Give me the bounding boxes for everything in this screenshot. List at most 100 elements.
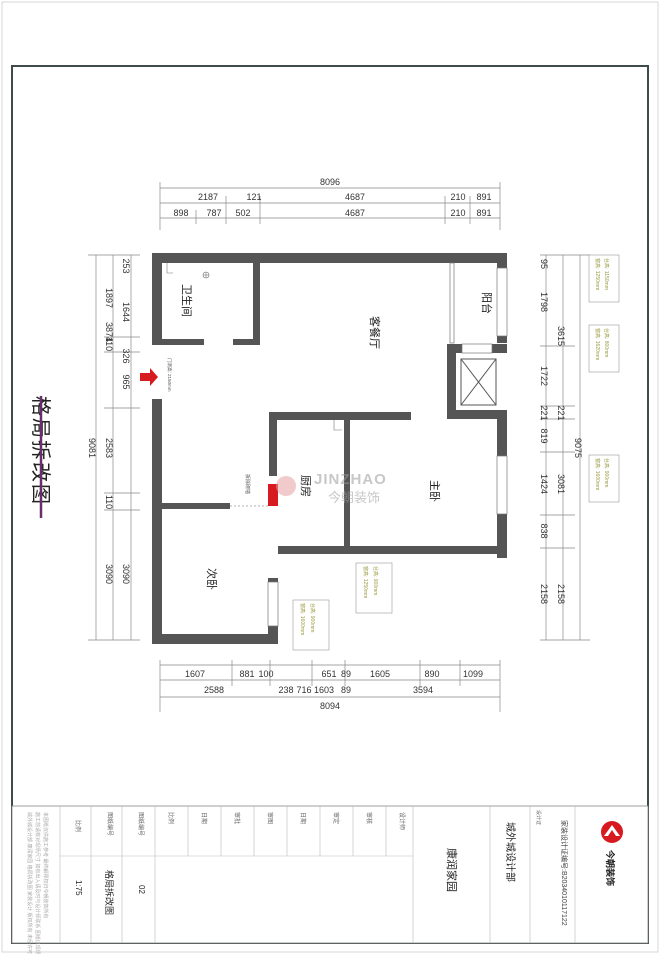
svg-text:502: 502 — [235, 208, 250, 218]
svg-text:1897: 1897 — [104, 288, 114, 308]
svg-text:窗高: 1250mm: 窗高: 1250mm — [362, 566, 369, 598]
svg-text:3090: 3090 — [121, 564, 131, 584]
dims-right: 95 1798 1722 221 819 1424 838 2158 3615 … — [539, 259, 583, 604]
svg-text:台高: 800mm: 台高: 800mm — [603, 328, 610, 357]
svg-text:本图纸仅供施工参考 最终解释权归今朝装饰所有: 本图纸仅供施工参考 最终解释权归今朝装饰所有 — [42, 812, 49, 918]
svg-text:日期: 日期 — [299, 812, 307, 824]
svg-text:716: 716 — [296, 685, 311, 695]
company-name: 今朝装饰 — [605, 849, 616, 886]
svg-text:比例: 比例 — [167, 812, 175, 824]
svg-text:审批: 审批 — [233, 812, 241, 824]
svg-text:89: 89 — [341, 685, 351, 695]
svg-text:1722: 1722 — [539, 366, 549, 386]
svg-text:221: 221 — [539, 405, 549, 420]
svg-text:施工前请核对现场尺寸 如有出入请及时与设计师联系 图纸以现场: 施工前请核对现场尺寸 如有出入请及时与设计师联系 图纸以现场为准 — [34, 812, 41, 954]
svg-text:95: 95 — [539, 259, 549, 269]
svg-text:窗高: 1600mm: 窗高: 1600mm — [594, 458, 601, 490]
room-label-kitchen: 厨房 — [299, 475, 312, 497]
svg-text:4687: 4687 — [345, 192, 365, 202]
svg-text:210: 210 — [450, 192, 465, 202]
svg-text:窗高: 1600mm: 窗高: 1600mm — [299, 603, 306, 635]
svg-text:1644: 1644 — [121, 302, 131, 322]
dims-left: 9081 3874 110 2583 110 253 1644 326 965 … — [87, 258, 131, 584]
watermark-logo-icon — [276, 476, 296, 496]
department-name: 城外城设计部 — [504, 822, 517, 882]
svg-text:110: 110 — [104, 495, 114, 509]
svg-text:台高: 900mm: 台高: 900mm — [603, 458, 610, 487]
note-door-height: 门洞高: 2150mm — [166, 358, 173, 392]
svg-text:210: 210 — [450, 208, 465, 218]
dim-right-total: 9075 — [573, 438, 583, 458]
dims-top: 8096 2187 121 4687 210 891 898 787 502 4… — [173, 177, 491, 218]
room-label-living-dining: 客餐厅 — [368, 316, 382, 349]
svg-text:审定: 审定 — [332, 812, 340, 824]
svg-text:253: 253 — [121, 258, 131, 273]
svg-text:4687: 4687 — [345, 208, 365, 218]
window-tag-2: 窗高: 1620mm 台高: 800mm — [588, 324, 620, 373]
svg-text:1605: 1605 — [370, 669, 390, 679]
svg-text:1603: 1603 — [314, 685, 334, 695]
sheet-name: 格局拆改图 — [104, 870, 115, 915]
title-block: 城外城设计部 康润家园 格局拆改图 家装设计 版权所有 未经许可 不得复制 施工… — [11, 805, 649, 954]
svg-text:651: 651 — [321, 669, 336, 679]
svg-text:3874: 3874 — [104, 322, 114, 342]
dimension-lines — [88, 182, 590, 712]
license-number: 家装设计证编号:B2034010117122 — [560, 820, 569, 926]
svg-text:3081: 3081 — [556, 474, 566, 494]
svg-text:台高: 900mm: 台高: 900mm — [372, 566, 379, 595]
svg-text:比例: 比例 — [74, 820, 82, 832]
svg-text:1099: 1099 — [463, 669, 483, 679]
project-name: 康润家园 — [445, 848, 459, 892]
drawing-title: 格局拆改图 — [29, 396, 52, 518]
fixtures — [166, 263, 342, 431]
svg-text:2583: 2583 — [104, 438, 114, 458]
svg-text:110: 110 — [104, 337, 114, 351]
svg-text:819: 819 — [539, 428, 549, 443]
svg-text:1607: 1607 — [185, 669, 205, 679]
svg-text:台高: 1150mm: 台高: 1150mm — [603, 258, 610, 290]
svg-text:图纸编号: 图纸编号 — [106, 812, 114, 836]
svg-text:3090: 3090 — [104, 564, 114, 584]
svg-text:2158: 2158 — [556, 584, 566, 604]
svg-text:787: 787 — [206, 208, 221, 218]
window-tag-3: 窗高: 1600mm 台高: 900mm — [588, 454, 620, 503]
svg-text:881: 881 — [239, 669, 254, 679]
dim-top-total: 8096 — [320, 177, 340, 187]
svg-text:设计师: 设计师 — [398, 812, 406, 830]
license-label: 设计证 — [535, 810, 542, 825]
openings — [267, 262, 508, 627]
room-label-balcony: 阳台 — [480, 292, 494, 314]
svg-text:城外城设计部 康润家园 格局拆改图 家装设计 版权所有 未经: 城外城设计部 康润家园 格局拆改图 家装设计 版权所有 未经许可 不得复制 — [26, 812, 33, 954]
svg-text:1424: 1424 — [539, 474, 549, 494]
room-label-master-bedroom: 主卧 — [428, 480, 441, 502]
watermark-brand-cn: 今朝装饰 — [328, 490, 380, 505]
svg-text:100: 100 — [258, 669, 273, 679]
svg-text:审核: 审核 — [365, 812, 373, 824]
svg-text:审图: 审图 — [266, 812, 274, 824]
company-logo-icon — [601, 821, 623, 843]
svg-text:图纸编号: 图纸编号 — [137, 812, 145, 836]
shaft — [460, 358, 497, 406]
watermark: JINZHAO 今朝装饰 — [276, 471, 386, 505]
dims-bottom: 1607 881 100 651 89 1605 890 1099 2588 2… — [185, 669, 483, 711]
scale-value: 1:75 — [74, 880, 83, 896]
svg-text:89: 89 — [341, 669, 351, 679]
svg-text:221: 221 — [556, 405, 566, 420]
svg-text:日期: 日期 — [200, 812, 208, 824]
room-label-second-bedroom: 次卧 — [205, 568, 219, 590]
window-tag-5: 窗高: 1600mm 台高: 900mm — [292, 599, 330, 651]
svg-text:890: 890 — [424, 669, 439, 679]
demolish-wall-marker — [268, 484, 278, 506]
svg-text:838: 838 — [539, 523, 549, 538]
svg-text:窗高: 1250mm: 窗高: 1250mm — [594, 258, 601, 290]
window-tag-1: 窗高: 1250mm 台高: 1150mm — [588, 254, 620, 303]
window-tag-4: 窗高: 1250mm 台高: 900mm — [355, 562, 393, 614]
svg-text:1798: 1798 — [539, 292, 549, 312]
room-label-bathroom: 卫生间 — [180, 284, 194, 317]
svg-text:326: 326 — [121, 348, 131, 363]
svg-text:窗高: 1620mm: 窗高: 1620mm — [594, 328, 601, 360]
svg-text:891: 891 — [476, 192, 491, 202]
svg-text:3594: 3594 — [413, 685, 433, 695]
